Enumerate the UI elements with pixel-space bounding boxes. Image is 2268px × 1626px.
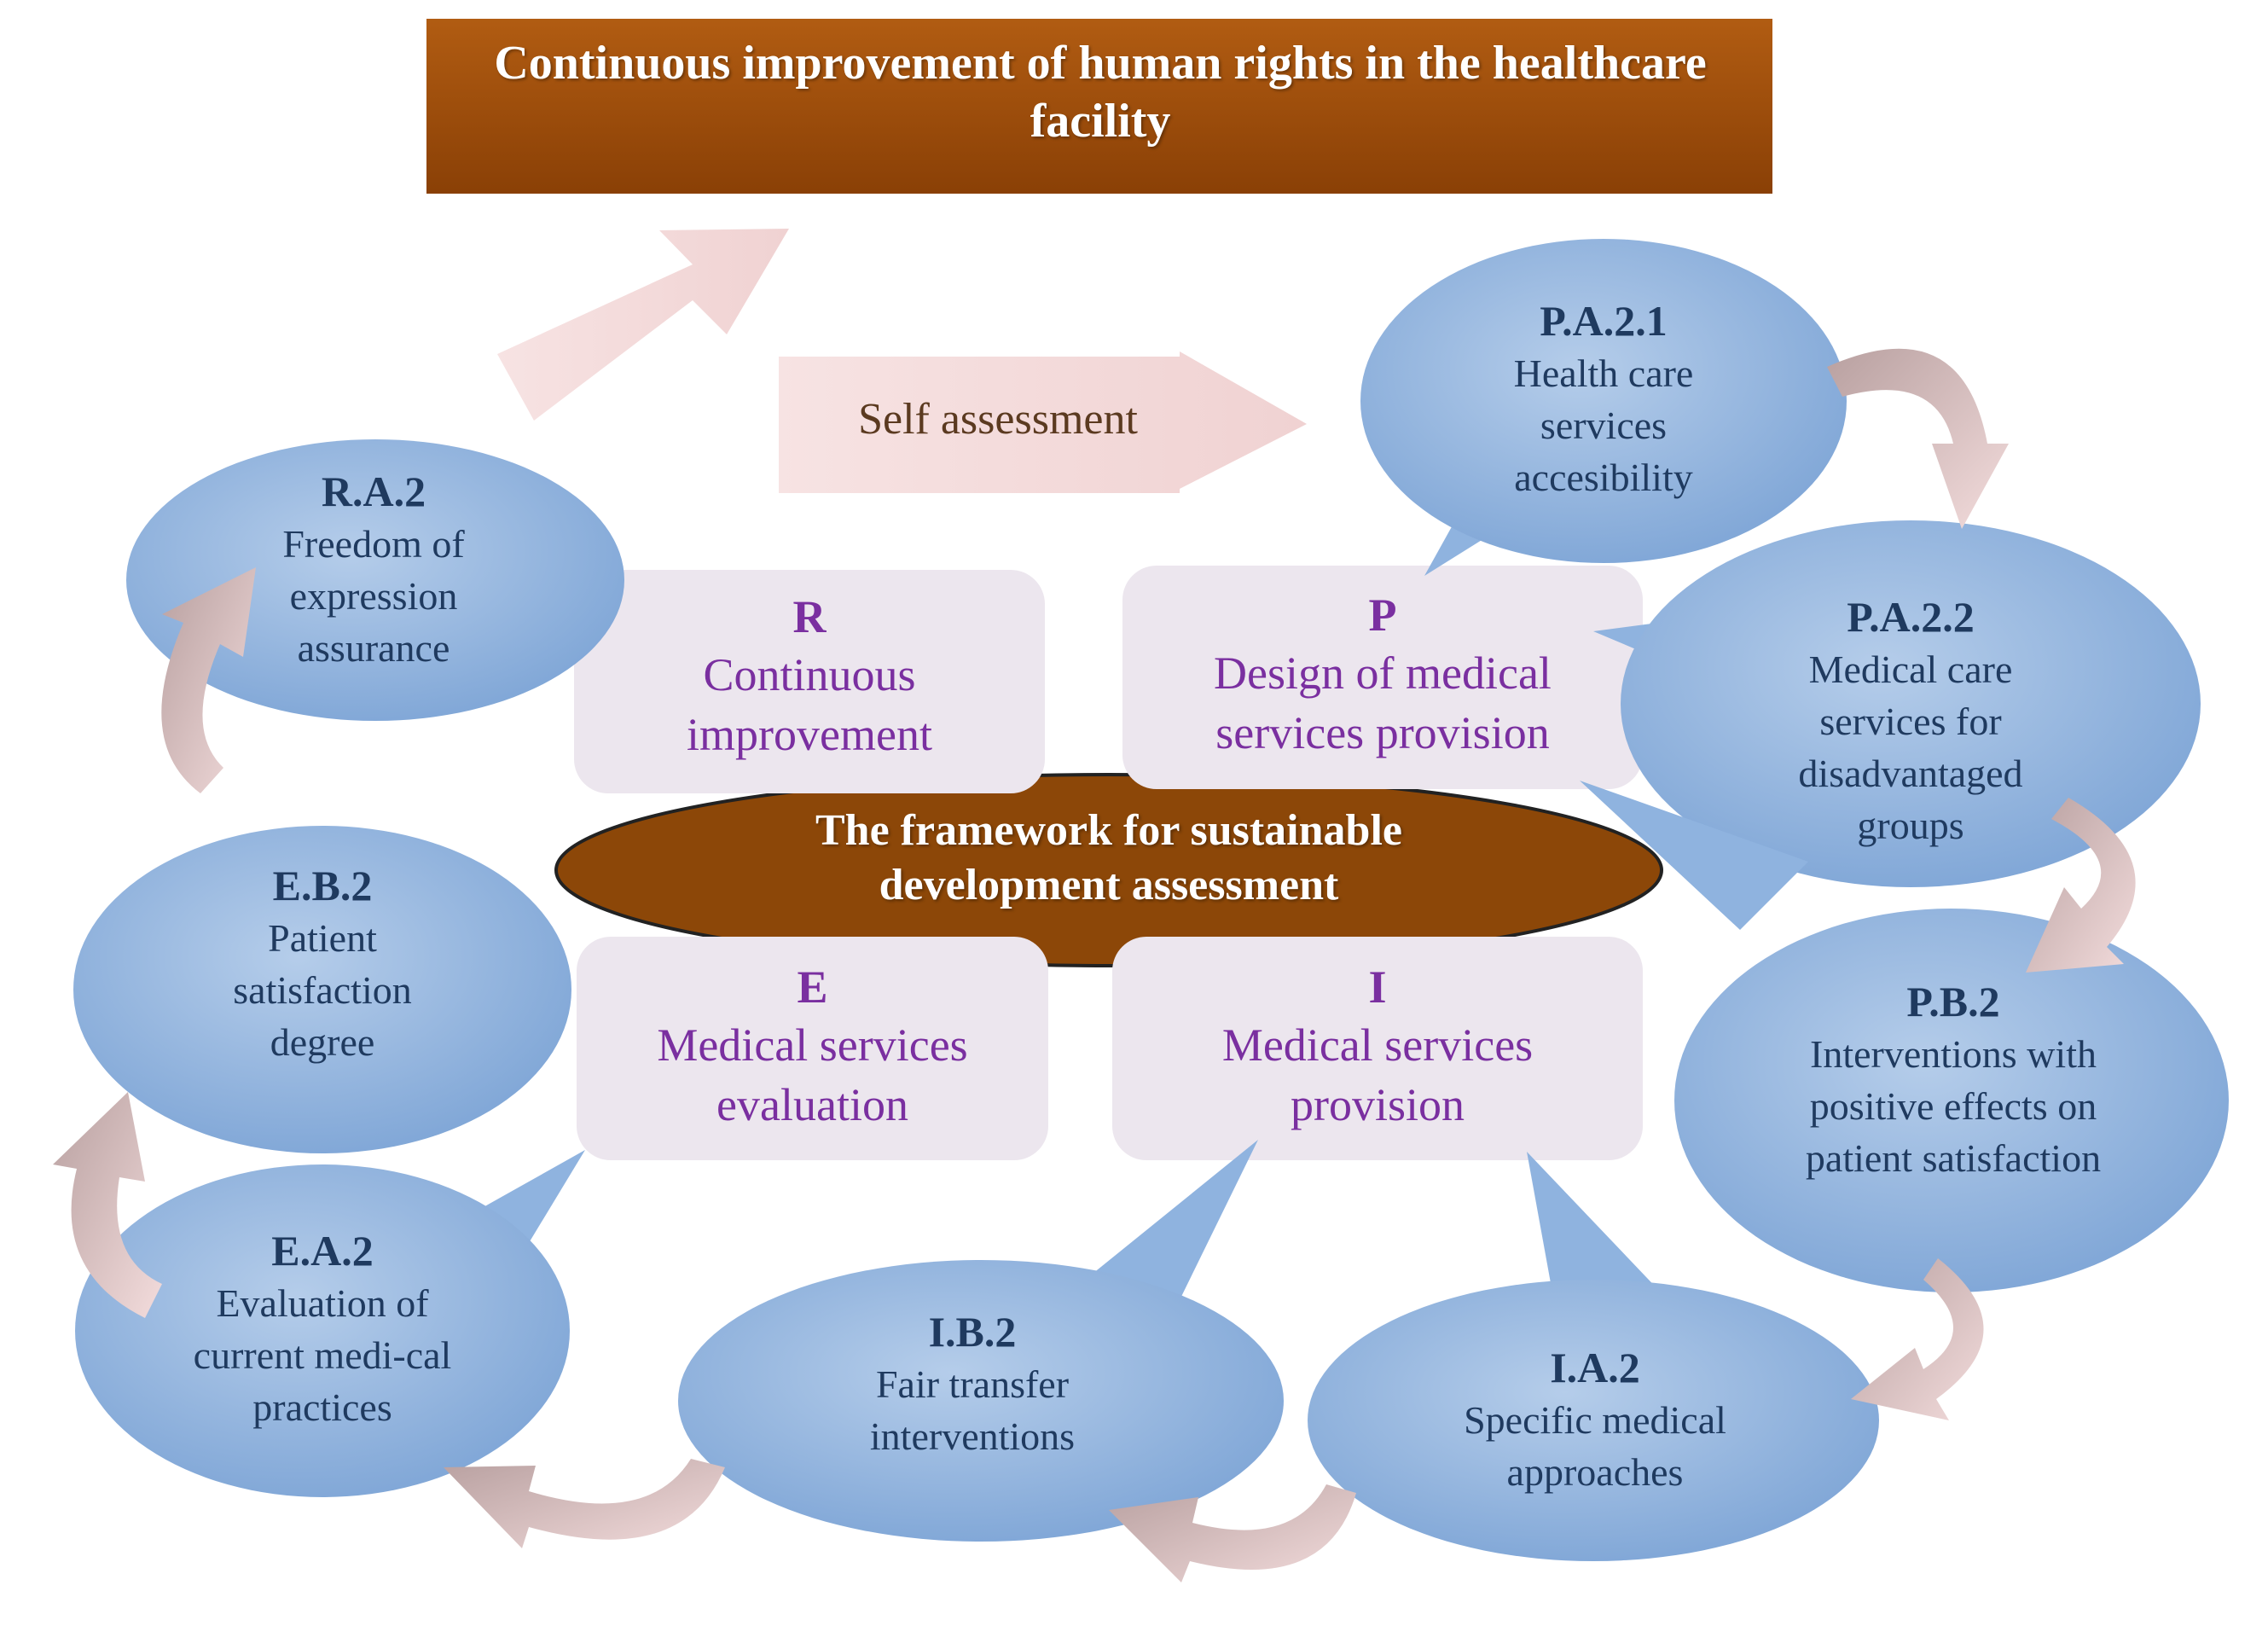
bubble-pa21: P.A.2.1 Health care services accesibilit… xyxy=(1467,294,1740,503)
quadrant-i: I Medical services provision xyxy=(1138,959,1617,1135)
top-banner xyxy=(426,19,1772,194)
bubble-ia2: I.A.2 Specific medical approaches xyxy=(1407,1341,1783,1498)
bubble-pb2-code: P.B.2 xyxy=(1906,978,2000,1025)
bubble-ea2: E.A.2 Evaluation of current medi-cal pra… xyxy=(186,1224,459,1433)
bubble-ea2-code: E.A.2 xyxy=(271,1227,374,1275)
curved-arrow-pb2-ia2 xyxy=(1851,1258,1984,1420)
bubble-pa22: P.A.2.2 Medical care services for disadv… xyxy=(1757,590,2064,851)
bubble-eb2: E.B.2 Patient satisfaction degree xyxy=(194,859,450,1068)
bubble-ea2-shape xyxy=(75,1150,585,1497)
bubble-pb2-shape xyxy=(1580,781,2229,1292)
quadrant-e-label: Medical services evaluation xyxy=(657,1019,968,1130)
bubble-eb2-label: Patient satisfaction degree xyxy=(233,916,412,1064)
quadrant-e: E Medical services evaluation xyxy=(594,959,1031,1135)
self-assessment-arrow xyxy=(779,351,1307,493)
center-title: The framework for sustainable developmen… xyxy=(815,806,1402,909)
bubble-ib2: I.B.2 Fair transfer interventions xyxy=(819,1305,1126,1462)
curved-arrow-ia2-ib2 xyxy=(1109,1484,1356,1582)
bubble-pa21-label: Health care services accesibility xyxy=(1513,351,1694,499)
curved-arrow-pa21-pa22 xyxy=(1827,348,2009,529)
bubble-pb2-label: Interventions with positive effects on p… xyxy=(1805,1032,2102,1180)
self-assessment-label: Self assessment xyxy=(858,395,1138,444)
curved-arrow-ib2-ea2 xyxy=(444,1459,725,1548)
banner-title: Continuous improvement of human rights i… xyxy=(494,37,1707,148)
bubble-pa22-shape xyxy=(1593,520,2201,887)
bubble-pa21-shape xyxy=(1360,239,1847,576)
bubble-pa21-code: P.A.2.1 xyxy=(1540,297,1668,345)
bubble-eb2-code: E.B.2 xyxy=(272,862,373,909)
quadrant-e-box xyxy=(577,937,1048,1160)
quadrant-i-letter: I xyxy=(1368,961,1387,1013)
curved-arrow-pa22-pb2 xyxy=(2026,798,2136,973)
quadrant-r-letter: R xyxy=(792,591,827,642)
bubble-pa22-label: Medical care services for disadvantaged … xyxy=(1798,647,2023,847)
quadrant-p-box xyxy=(1122,566,1643,789)
quadrant-r: R Continuous improvement xyxy=(583,589,1036,764)
curved-arrows xyxy=(53,348,2136,1582)
bubble-pa22-code: P.A.2.2 xyxy=(1847,593,1975,641)
quadrant-p: P Design of medical services provision xyxy=(1140,587,1626,763)
curved-arrow-eb2-ra2 xyxy=(161,567,256,793)
bubble-ib2-label: Fair transfer interventions xyxy=(869,1362,1076,1458)
quadrant-i-box xyxy=(1112,937,1643,1160)
bubble-ra2-shape xyxy=(126,439,624,721)
bubble-ib2-code: I.B.2 xyxy=(928,1308,1017,1356)
bubble-ia2-shape xyxy=(1308,1152,1879,1561)
quadrant-r-box xyxy=(574,570,1045,793)
bubble-ra2-label: Freedom of expression assurance xyxy=(282,522,465,670)
quadrant-p-label: Design of medical services provision xyxy=(1214,647,1552,758)
quadrant-p-letter: P xyxy=(1368,589,1397,641)
bubble-ia2-label: Specific medical approaches xyxy=(1464,1398,1726,1494)
bubble-ra2-code: R.A.2 xyxy=(321,467,426,515)
bubble-ra2: R.A.2 Freedom of expression assurance xyxy=(246,465,502,674)
quadrant-e-letter: E xyxy=(797,961,828,1013)
bubble-eb2-shape xyxy=(73,826,571,1153)
quadrant-i-label: Medical services provision xyxy=(1221,1019,1534,1130)
center-ellipse xyxy=(554,773,1663,967)
bubble-pb2: P.B.2 Interventions with positive effect… xyxy=(1774,975,2132,1184)
quadrant-r-label: Continuous improvement xyxy=(687,649,932,760)
bubble-ib2-shape xyxy=(678,1140,1284,1542)
bubble-ia2-code: I.A.2 xyxy=(1550,1344,1640,1391)
curved-arrow-ea2-eb2 xyxy=(53,1092,162,1318)
improvement-arrow xyxy=(497,229,789,421)
bubble-ea2-label: Evaluation of current medi-cal practices xyxy=(193,1281,452,1429)
